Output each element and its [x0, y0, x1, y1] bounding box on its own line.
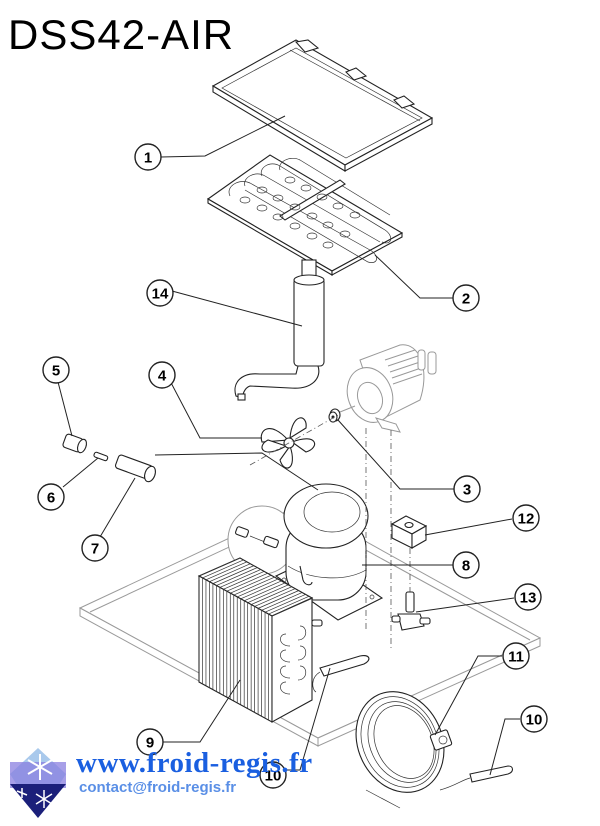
- capillary-coil: [355, 691, 453, 809]
- evaporator-plate: [206, 154, 404, 276]
- condenser-fin-top: [216, 567, 258, 586]
- condenser-fin-top: [264, 593, 307, 613]
- callout-12-number: 12: [518, 511, 535, 528]
- condenser-fin-top: [233, 576, 275, 596]
- evaporator-lid: [211, 39, 434, 172]
- contact-email-link[interactable]: contact@froid-regis.fr: [79, 779, 237, 796]
- condenser-fin-top: [219, 569, 261, 588]
- callout-10b-number: 10: [526, 712, 543, 729]
- callout-5: 5: [42, 356, 70, 384]
- condenser-fin-top: [226, 572, 268, 592]
- diagram-title: DSS42-AIR: [8, 11, 235, 58]
- callout-7: 7: [81, 534, 109, 562]
- callout-7-number: 7: [91, 541, 99, 558]
- condenser-fin-top: [237, 578, 279, 598]
- condenser-fin-top: [240, 580, 282, 600]
- condenser-fin-top: [261, 591, 303, 611]
- callout-5-number: 5: [52, 363, 60, 380]
- callout-3: 3: [453, 475, 481, 503]
- condenser-fin-top: [251, 586, 293, 605]
- leader-lines: [57, 115, 520, 776]
- callout-11: 11: [502, 642, 530, 670]
- condenser-fin-top: [209, 563, 251, 583]
- callout-3-number: 3: [463, 482, 471, 499]
- condenser-fin-top: [268, 595, 310, 615]
- callout-14-number: 14: [152, 286, 169, 303]
- callout-1-number: 1: [144, 150, 152, 167]
- callout-6-number: 6: [47, 490, 55, 507]
- condenser-fin-top: [254, 588, 296, 607]
- condenser-fin-top: [230, 574, 272, 594]
- cap-nut: [62, 433, 88, 454]
- condenser-fin-top: [212, 565, 255, 584]
- capillary-drier: [439, 765, 514, 791]
- drain-tube: [234, 259, 325, 401]
- callout-1: 1: [134, 143, 162, 171]
- callout-10a: 10: [259, 761, 287, 789]
- callout-8-number: 8: [462, 558, 470, 575]
- condenser-fin-top: [271, 597, 314, 617]
- callout-10a-number: 10: [265, 768, 282, 785]
- callout-8: 8: [452, 551, 480, 579]
- condenser-fin-top: [247, 584, 289, 603]
- condenser-fin-top: [257, 590, 300, 609]
- callout-6: 6: [37, 483, 65, 511]
- filter-drier: [312, 655, 370, 693]
- service-fitting: [114, 454, 156, 483]
- fan-blade: [249, 413, 341, 469]
- callout-4: 4: [148, 361, 176, 389]
- callout-2: 2: [452, 284, 480, 312]
- solenoid-coil: [390, 515, 428, 549]
- compressor: [274, 483, 384, 621]
- callout-13-number: 13: [520, 590, 537, 607]
- callout-12: 12: [512, 504, 540, 532]
- fan-motor: [339, 344, 437, 433]
- callout-9: 9: [136, 728, 164, 756]
- condenser-fin-top: [205, 561, 248, 581]
- callout-14: 14: [146, 279, 174, 307]
- solenoid-valve: [391, 591, 431, 631]
- snowflake-logo-icon: [10, 748, 66, 818]
- callout-13: 13: [514, 583, 542, 611]
- condenser: [197, 557, 323, 723]
- condenser-fin-top: [202, 559, 244, 579]
- valve-core: [93, 451, 109, 462]
- condenser-fin-top: [244, 582, 286, 602]
- callout-2-number: 2: [462, 291, 470, 308]
- condenser-fin-top: [198, 557, 241, 577]
- callout-9-number: 9: [146, 735, 154, 752]
- callout-4-number: 4: [158, 368, 167, 385]
- callout-11-number: 11: [508, 649, 524, 666]
- condenser-fin-top: [223, 571, 265, 590]
- callout-10b: 10: [520, 705, 548, 733]
- website-link[interactable]: www.froid-regis.fr: [76, 747, 313, 779]
